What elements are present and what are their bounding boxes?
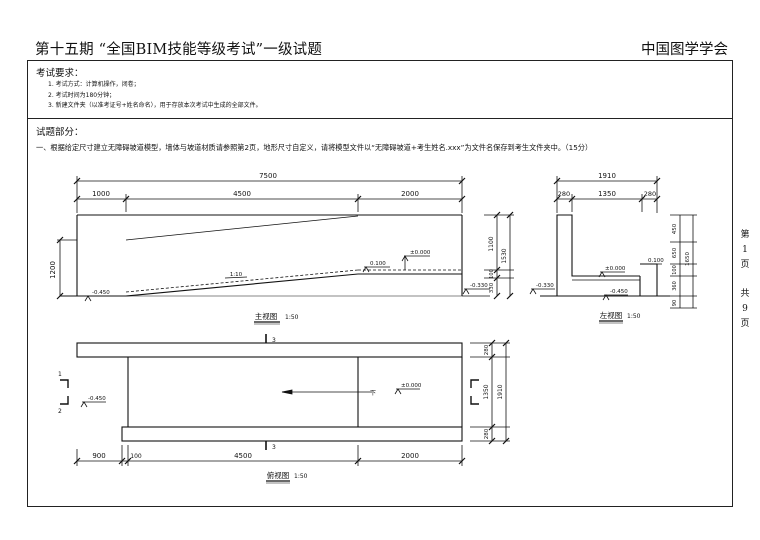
front-view-title: 主视图	[255, 311, 278, 321]
side-view-scale: 1:50	[627, 313, 641, 320]
dim-plan-280-bottom: 280	[484, 428, 490, 439]
elev-front-top: ±0.000	[410, 250, 431, 256]
total-label: 共	[740, 289, 750, 299]
elev-side-100: 0.100	[648, 258, 664, 264]
front-view: 7500 1000 4500 2000 1200	[49, 172, 514, 325]
exam-title: 第十五期 “全国BIM技能等级考试”一级试题	[35, 42, 323, 58]
dim-plan-280-top: 280	[484, 344, 490, 355]
elev-plan-zero: ±0.000	[401, 383, 422, 389]
elev-side-330: -0.330	[536, 283, 554, 289]
dim-front-1000: 1000	[92, 190, 110, 198]
requirements-title: 考试要求：	[36, 68, 84, 79]
dim-plan-4500: 4500	[234, 452, 252, 460]
front-view-scale: 1:50	[285, 314, 299, 321]
dim-side-280a: 280	[558, 190, 570, 198]
elev-front-mid: 0.100	[370, 261, 386, 267]
dim-front-1100: 1100	[488, 236, 495, 251]
plan-view: 下 3 3 1 2 -0.450 ±0.000 900 100 4500 200…	[58, 334, 510, 484]
dim-side-1350: 1350	[598, 190, 616, 198]
side-view: 1910 280 1350 280 450 1650 650 100 360 9…	[529, 172, 697, 324]
side-view-title: 左视图	[600, 310, 623, 320]
dim-front-height: 1200	[49, 261, 57, 279]
dim-front-total: 7500	[259, 172, 277, 180]
dim-front-2000: 2000	[401, 190, 419, 198]
organization-name: 中国图学学会	[641, 42, 728, 58]
dim-plan-1350: 1350	[483, 384, 490, 399]
dim-side-100: 100	[672, 265, 678, 275]
section-mark-top: 3	[272, 337, 276, 344]
total-label: 页	[740, 319, 750, 329]
requirement-item: 2. 考试时间为180分钟；	[48, 91, 116, 99]
dim-side-1650: 1650	[685, 252, 691, 266]
elev-side-450: -0.450	[610, 289, 628, 295]
slope-label: 1:10	[230, 272, 243, 278]
plan-view-title: 俯视图	[267, 470, 290, 480]
dim-side-total: 1910	[598, 172, 616, 180]
requirements-section: 考试要求： 1. 考试方式：计算机操作，闭卷； 2. 考试时间为180分钟； 3…	[28, 61, 732, 119]
exam-sheet-frame: 考试要求： 1. 考试方式：计算机操作，闭卷； 2. 考试时间为180分钟； 3…	[27, 60, 733, 507]
dim-front-330: 330	[489, 282, 495, 293]
requirement-item: 3. 新建文件夹（以准考证号+姓名命名），用于存放本次考试中生成的全部文件。	[48, 102, 262, 109]
elev-side-zero: ±0.000	[605, 266, 626, 272]
elev-front-right: -0.330	[470, 283, 488, 289]
page-indicator: 第 1 页 共 9 页	[737, 228, 753, 332]
requirements-list: 1. 考试方式：计算机操作，闭卷； 2. 考试时间为180分钟； 3. 新建文件…	[48, 80, 262, 112]
dim-plan-900: 900	[92, 452, 105, 460]
page-label: 第	[740, 230, 750, 240]
dim-plan-1910: 1910	[497, 384, 504, 399]
requirement-item: 1. 考试方式：计算机操作，闭卷；	[48, 81, 140, 88]
section-mark-bottom: 3	[272, 444, 276, 451]
dim-plan-2000: 2000	[401, 452, 419, 460]
section-mark-2-left: 2	[58, 408, 62, 415]
dim-side-90: 90	[672, 300, 678, 306]
dim-side-280b: 280	[644, 190, 656, 198]
question-1-text: 一、根据给定尺寸建立无障碍坡道模型，墙体与坡道材质请参照第2页，地形尺寸自定义，…	[36, 143, 593, 152]
elev-front-left: -0.450	[92, 290, 110, 296]
plan-arrow-label: 下	[370, 390, 376, 397]
section-mark-1-left: 1	[58, 371, 62, 378]
questions-title: 试题部分：	[36, 127, 84, 138]
plan-view-scale: 1:50	[294, 473, 308, 480]
dim-front-100: 100	[489, 269, 495, 279]
dim-side-450: 450	[672, 223, 678, 234]
dim-front-1530: 1530	[501, 248, 508, 263]
dim-plan-100: 100	[130, 453, 142, 460]
dim-side-650: 650	[672, 247, 678, 258]
dim-side-360: 360	[672, 281, 678, 291]
total-pages: 9	[742, 304, 748, 314]
page-label: 页	[740, 260, 750, 270]
elev-plan-left: -0.450	[88, 396, 106, 402]
dim-front-4500: 4500	[233, 190, 251, 198]
page-number: 1	[742, 245, 748, 255]
